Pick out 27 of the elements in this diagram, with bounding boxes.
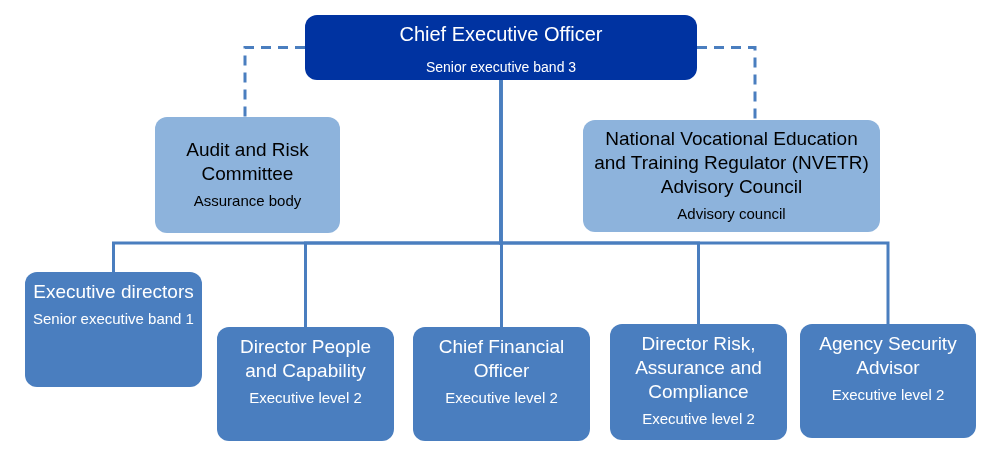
role-level: Senior executive band 3 xyxy=(425,58,577,77)
role-title: Director Risk, Assurance and Compliance xyxy=(634,332,763,404)
role-title: Agency Security Advisor xyxy=(818,332,958,380)
role-level: Senior executive band 1 xyxy=(33,309,194,329)
org-box xyxy=(25,272,202,387)
role-title: Chief Financial Officer xyxy=(437,335,566,383)
role-level: Executive level 2 xyxy=(642,409,755,429)
role-title: Executive directors xyxy=(33,280,194,304)
connector-line xyxy=(499,80,890,324)
org-box xyxy=(155,117,340,233)
role-title: Director People and Capability xyxy=(239,335,372,383)
org-box xyxy=(305,15,697,80)
role-level: Executive level 2 xyxy=(445,388,558,408)
dashed-connector xyxy=(697,46,757,120)
role-title: National Vocational Education and Training Regulator (NVETR) Advisory Council xyxy=(593,126,870,199)
role-level: Assurance body xyxy=(193,190,302,211)
role-title: Audit and Risk Committee xyxy=(185,137,310,186)
role-title: Chief Executive Officer xyxy=(399,22,603,47)
dashed-connector xyxy=(243,46,305,117)
role-level: Advisory council xyxy=(677,203,786,224)
org-box xyxy=(583,120,880,232)
org-box xyxy=(413,327,590,441)
org-box xyxy=(610,324,787,440)
org-box xyxy=(217,327,394,441)
role-level: Executive level 2 xyxy=(249,388,362,408)
org-box xyxy=(800,324,976,438)
role-level: Executive level 2 xyxy=(831,385,945,405)
